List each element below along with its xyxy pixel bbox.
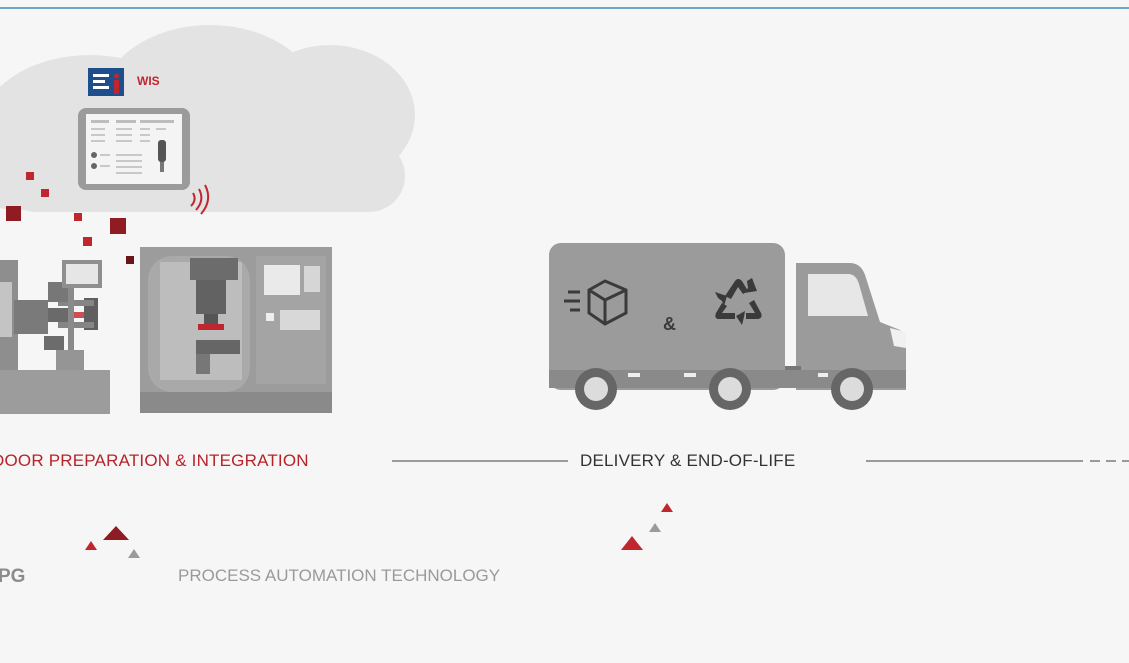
truck-wheels bbox=[575, 368, 873, 410]
wis-label: WIS bbox=[137, 74, 160, 88]
tablet-icon bbox=[78, 108, 190, 190]
assembly-station-machine bbox=[0, 260, 110, 414]
cnc-machine bbox=[140, 247, 332, 413]
truck-ampersand: & bbox=[663, 314, 677, 334]
company-name-fragment: PG bbox=[0, 566, 26, 587]
tagline: PROCESS AUTOMATION TECHNOLOGY bbox=[178, 566, 501, 585]
recycle-icon bbox=[715, 278, 762, 325]
wis-icon bbox=[88, 68, 124, 96]
stage-door-preparation-label: DOOR PREPARATION & INTEGRATION bbox=[0, 451, 309, 470]
data-particles bbox=[6, 172, 134, 264]
wireless-icon bbox=[190, 184, 210, 215]
logo-triangles-left bbox=[85, 526, 140, 558]
logo-triangles-right bbox=[621, 503, 673, 550]
stage-delivery-label: DELIVERY & END-OF-LIFE bbox=[580, 451, 796, 470]
box-delivery-icon bbox=[564, 279, 628, 326]
top-rule bbox=[0, 7, 1129, 9]
cloud-shape bbox=[0, 25, 415, 212]
